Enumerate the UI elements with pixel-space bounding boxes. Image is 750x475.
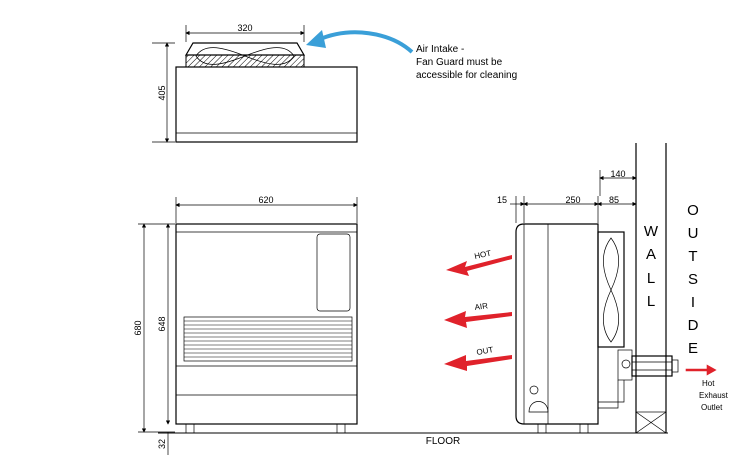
front-view: 620 680 648 32 xyxy=(133,195,358,455)
top-body xyxy=(175,66,358,143)
air-intake-arrow xyxy=(317,30,414,54)
air-intake-label-1: Air Intake - xyxy=(416,44,464,55)
front-panel xyxy=(316,233,351,312)
outside-letter: U xyxy=(688,225,699,242)
hot-exhaust-label-1: Hot xyxy=(702,379,715,388)
side-fan-guard xyxy=(597,231,625,348)
outside-label: O U T S I D E xyxy=(687,202,699,357)
fan-blade-icon xyxy=(195,47,295,65)
outside-letter: T xyxy=(688,248,697,265)
wall-letter: L xyxy=(647,293,655,310)
exhaust-arrow xyxy=(685,364,717,376)
side-body xyxy=(515,223,599,425)
side-fan-blade-icon xyxy=(603,237,619,343)
hot-label: HOT xyxy=(474,249,492,261)
dim-body-height: 648 xyxy=(157,316,167,331)
outside-letter: O xyxy=(687,202,699,219)
air-label: AIR xyxy=(474,301,489,312)
hot-exhaust-label-3: Outlet xyxy=(701,403,723,412)
dim-top-width: 320 xyxy=(237,23,252,33)
air-intake-label-3: accessible for cleaning xyxy=(416,70,517,81)
outside-letter: S xyxy=(688,271,698,288)
wall: W A L L xyxy=(635,143,667,434)
dim-side-depth: 250 xyxy=(565,195,580,205)
front-louvre xyxy=(183,316,353,362)
dim-base-height: 32 xyxy=(157,439,167,449)
dim-front-width: 620 xyxy=(258,195,273,205)
outside-letter: E xyxy=(688,340,698,357)
wall-letter: A xyxy=(646,246,656,263)
out-arrow xyxy=(444,355,512,371)
floor-label: FLOOR xyxy=(426,436,460,447)
side-view: 15 250 85 140 xyxy=(497,169,679,434)
dim-top-height: 405 xyxy=(157,85,167,100)
inlet-icon xyxy=(529,385,539,395)
dim-total-height: 680 xyxy=(133,320,143,335)
wall-letter: W xyxy=(644,223,659,240)
outside-letter: I xyxy=(691,294,695,311)
dim-wall-offset: 140 xyxy=(610,169,625,179)
fan-guard-hatch xyxy=(185,54,305,68)
dim-side-gap: 15 xyxy=(497,195,507,205)
hot-arrow xyxy=(446,255,512,276)
out-label: OUT xyxy=(476,345,494,357)
air-arrow xyxy=(444,311,512,328)
dim-side-clear: 85 xyxy=(609,195,619,205)
outside-letter: D xyxy=(688,317,699,334)
hot-exhaust-label-2: Exhaust xyxy=(699,391,729,400)
air-intake-label-2: Fan Guard must be xyxy=(416,57,503,68)
front-foot-right xyxy=(336,423,346,434)
airflow-arrows: HOT AIR OUT xyxy=(444,249,512,371)
front-body xyxy=(175,223,358,425)
top-view: 320 405 Air Intake - Fan Guard must be a… xyxy=(152,23,517,143)
front-foot-left xyxy=(185,423,195,434)
wall-letter: L xyxy=(647,270,655,287)
